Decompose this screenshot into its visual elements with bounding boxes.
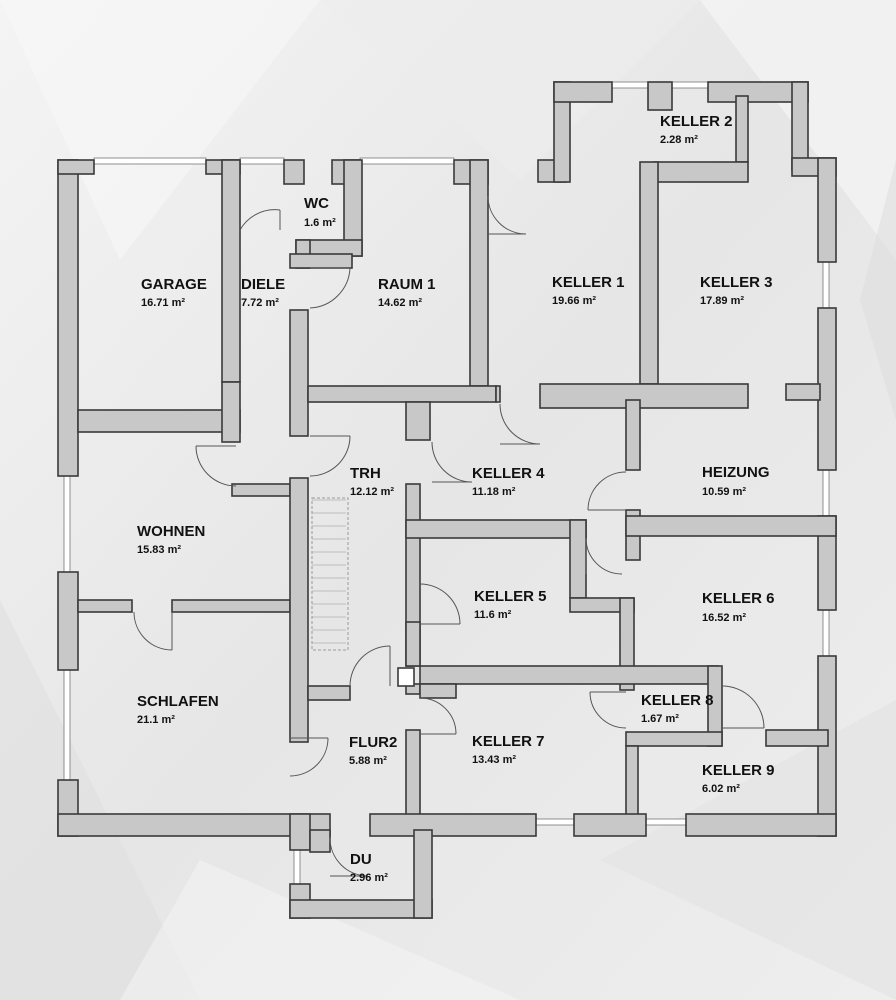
room-keller4: KELLER 4 11.18 m² bbox=[472, 465, 545, 498]
room-heizung: HEIZUNG 10.59 m² bbox=[702, 464, 770, 498]
windows bbox=[63, 81, 830, 885]
room-keller3: KELLER 3 17.89 m² bbox=[700, 274, 773, 307]
window bbox=[822, 261, 830, 309]
room-keller1: KELLER 1 19.66 m² bbox=[552, 274, 625, 307]
room-area: 14.62 m² bbox=[378, 297, 422, 309]
window bbox=[239, 157, 285, 165]
room-area: 1.67 m² bbox=[641, 713, 679, 725]
room-area: 16.71 m² bbox=[141, 297, 185, 309]
room-name: TRH bbox=[350, 465, 381, 482]
room-area: 15.83 m² bbox=[137, 544, 181, 556]
room-wc: WC 1.6 m² bbox=[304, 195, 336, 229]
room-area: 2.96 m² bbox=[350, 872, 388, 884]
room-name: KELLER 4 bbox=[472, 465, 545, 482]
room-area: 1.6 m² bbox=[304, 217, 336, 229]
room-area: 7.72 m² bbox=[241, 297, 279, 309]
walls bbox=[57, 81, 837, 919]
room-du: DU 2.96 m² bbox=[350, 851, 388, 884]
room-name: FLUR2 bbox=[349, 734, 397, 751]
room-area: 2.28 m² bbox=[660, 134, 698, 146]
room-area: 12.12 m² bbox=[350, 486, 394, 498]
window bbox=[671, 81, 709, 89]
room-diele: DIELE 7.72 m² bbox=[241, 276, 285, 309]
room-name: WOHNEN bbox=[137, 523, 205, 540]
room-raum1: RAUM 1 14.62 m² bbox=[378, 276, 436, 309]
room-area: 19.66 m² bbox=[552, 295, 596, 307]
room-garage: GARAGE 16.71 m² bbox=[141, 276, 207, 309]
room-name: KELLER 8 bbox=[641, 692, 714, 709]
room-flur2: FLUR2 5.88 m² bbox=[349, 734, 397, 767]
room-name: KELLER 9 bbox=[702, 762, 775, 779]
staircase bbox=[311, 497, 349, 651]
room-keller2: KELLER 2 2.28 m² bbox=[660, 113, 733, 146]
room-name: KELLER 3 bbox=[700, 274, 773, 291]
room-keller7: KELLER 7 13.43 m² bbox=[472, 733, 545, 766]
room-area: 17.89 m² bbox=[700, 295, 744, 307]
window bbox=[93, 157, 207, 165]
room-area: 11.6 m² bbox=[474, 609, 512, 621]
window bbox=[293, 849, 301, 885]
room-name: DIELE bbox=[241, 276, 285, 293]
room-labels: GARAGE 16.71 m² DIELE 7.72 m² WC 1.6 m² … bbox=[137, 113, 775, 884]
room-name: DU bbox=[350, 851, 372, 868]
room-schlafen: SCHLAFEN 21.1 m² bbox=[137, 693, 219, 726]
room-name: HEIZUNG bbox=[702, 464, 770, 481]
room-name: KELLER 2 bbox=[660, 113, 733, 130]
room-keller5: KELLER 5 11.6 m² bbox=[474, 588, 547, 621]
window bbox=[63, 669, 71, 781]
room-name: WC bbox=[304, 195, 329, 212]
window bbox=[645, 818, 687, 826]
room-area: 11.18 m² bbox=[472, 486, 516, 498]
room-name: KELLER 6 bbox=[702, 590, 775, 607]
window bbox=[535, 818, 575, 826]
room-area: 5.88 m² bbox=[349, 755, 387, 767]
room-area: 21.1 m² bbox=[137, 714, 175, 726]
room-keller8: KELLER 8 1.67 m² bbox=[641, 692, 714, 725]
room-area: 10.59 m² bbox=[702, 486, 746, 498]
room-name: GARAGE bbox=[141, 276, 207, 293]
window bbox=[359, 157, 455, 165]
room-name: SCHLAFEN bbox=[137, 693, 219, 710]
room-name: KELLER 7 bbox=[472, 733, 545, 750]
room-area: 16.52 m² bbox=[702, 612, 746, 624]
room-keller9: KELLER 9 6.02 m² bbox=[702, 762, 775, 795]
window bbox=[822, 469, 830, 517]
room-wohnen: WOHNEN 15.83 m² bbox=[137, 523, 205, 556]
doors bbox=[133, 195, 765, 877]
room-area: 13.43 m² bbox=[472, 754, 516, 766]
window bbox=[63, 475, 71, 573]
room-name: KELLER 1 bbox=[552, 274, 625, 291]
room-trh: TRH 12.12 m² bbox=[350, 465, 394, 498]
room-keller6: KELLER 6 16.52 m² bbox=[702, 590, 775, 624]
room-name: RAUM 1 bbox=[378, 276, 436, 293]
window bbox=[822, 609, 830, 657]
room-area: 6.02 m² bbox=[702, 783, 740, 795]
room-name: KELLER 5 bbox=[474, 588, 547, 605]
window bbox=[611, 81, 649, 89]
